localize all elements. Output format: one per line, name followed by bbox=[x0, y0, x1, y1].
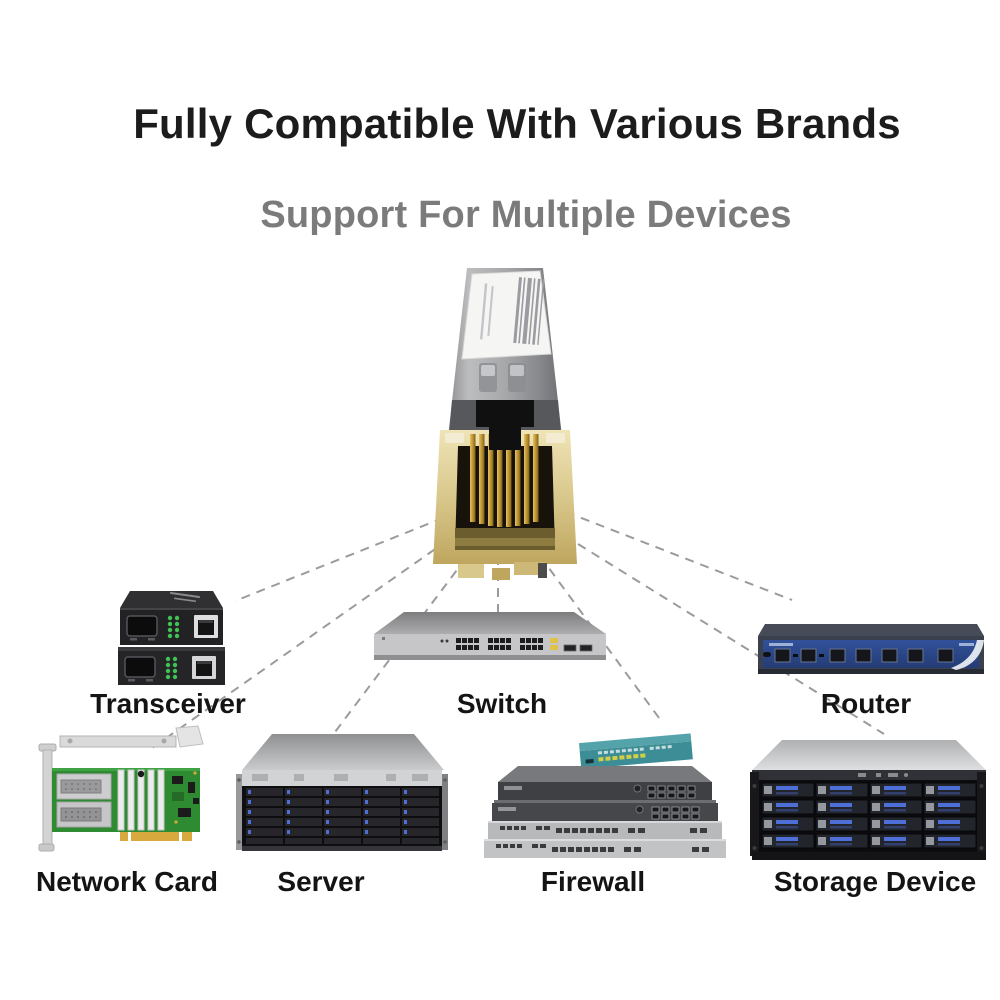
transceiver-image bbox=[110, 588, 235, 686]
network-card-label: Network Card bbox=[35, 866, 219, 897]
line-hub-to-server bbox=[331, 557, 467, 737]
router-label: Router bbox=[820, 688, 912, 719]
router-image bbox=[753, 616, 989, 680]
storage-device-image bbox=[750, 736, 990, 866]
transceiver-label: Transceiver bbox=[90, 688, 246, 719]
firewall-image bbox=[478, 730, 730, 866]
server-label: Server bbox=[277, 866, 365, 897]
firewall-label: Firewall bbox=[540, 866, 646, 897]
switch-label: Switch bbox=[456, 688, 548, 719]
line-hub-to-network-card bbox=[151, 539, 449, 749]
storage-device-label: Storage Device bbox=[773, 866, 977, 897]
network-card-image bbox=[30, 724, 220, 864]
page-subtitle: Support For Multiple Devices bbox=[260, 194, 792, 236]
server-image bbox=[236, 726, 448, 864]
line-hub-to-transceiver bbox=[234, 511, 459, 602]
line-hub-to-storage bbox=[577, 543, 885, 735]
sfp-module-image bbox=[410, 262, 600, 582]
line-hub-to-router bbox=[565, 511, 793, 601]
switch-image bbox=[370, 606, 610, 668]
page-title: Fully Compatible With Various Brands bbox=[133, 100, 901, 147]
